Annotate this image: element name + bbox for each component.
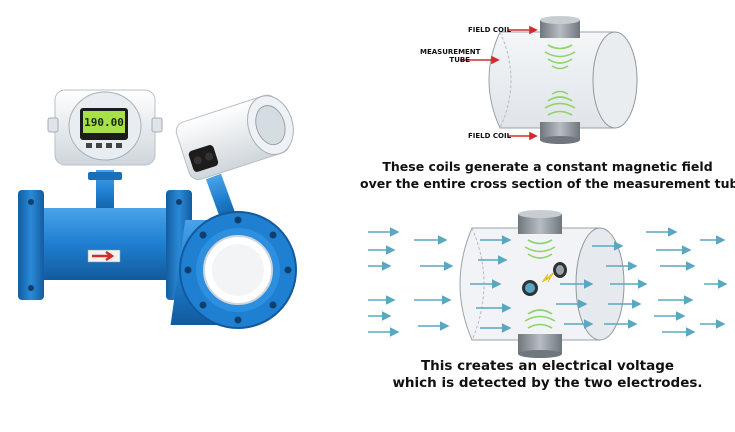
top-caption-line2: over the entire cross section of the mea…: [360, 176, 735, 191]
top-caption: These coils generate a constant magnetic…: [360, 158, 735, 192]
field-coil-top-label: FIELD COIL: [468, 26, 512, 34]
flowmeter-product-photo: 190.00: [0, 80, 340, 350]
measurement-tube-label-line1: MEASUREMENT: [420, 48, 481, 56]
field-coil-bottom-label: FIELD COIL: [468, 132, 512, 140]
flowmeter-right: [170, 94, 297, 329]
electrode-voltage-diagram: This creates an electrical voltage which…: [360, 200, 735, 432]
field-coil-diagram: FIELD COIL MEASUREMENT TUBE FIELD COIL T…: [360, 0, 735, 200]
bottom-caption-line1: This creates an electrical voltage: [420, 358, 675, 374]
measurement-tube-label: MEASUREMENT TUBE: [420, 48, 481, 64]
electrodes: [522, 262, 567, 296]
bottom-caption-line2: which is detected by the two electrodes.: [392, 375, 703, 391]
flowmeter-left: 190.00: [18, 89, 192, 300]
display-reading: 190.00: [84, 116, 124, 129]
bottom-caption: This creates an electrical voltage which…: [360, 358, 735, 392]
top-caption-line1: These coils generate a constant magnetic…: [382, 159, 713, 174]
measurement-tube-label-line2: TUBE: [449, 56, 470, 64]
